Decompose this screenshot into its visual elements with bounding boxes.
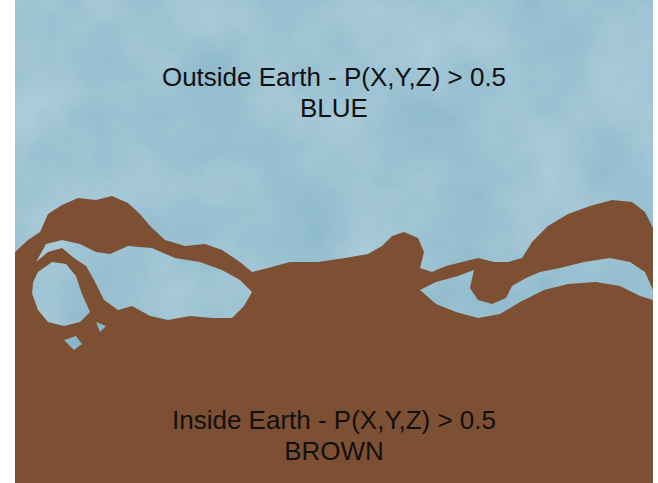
earth-pocket	[64, 322, 106, 350]
sky-region	[15, 0, 653, 483]
region-condition: Outside Earth - P(X,Y,Z) > 0.5	[162, 62, 506, 92]
earth-region	[15, 196, 653, 483]
region-condition: Inside Earth - P(X,Y,Z) > 0.5	[172, 405, 496, 435]
region-color: BROWN	[284, 436, 384, 466]
earth-island	[478, 266, 518, 286]
region-color: BLUE	[300, 93, 368, 123]
